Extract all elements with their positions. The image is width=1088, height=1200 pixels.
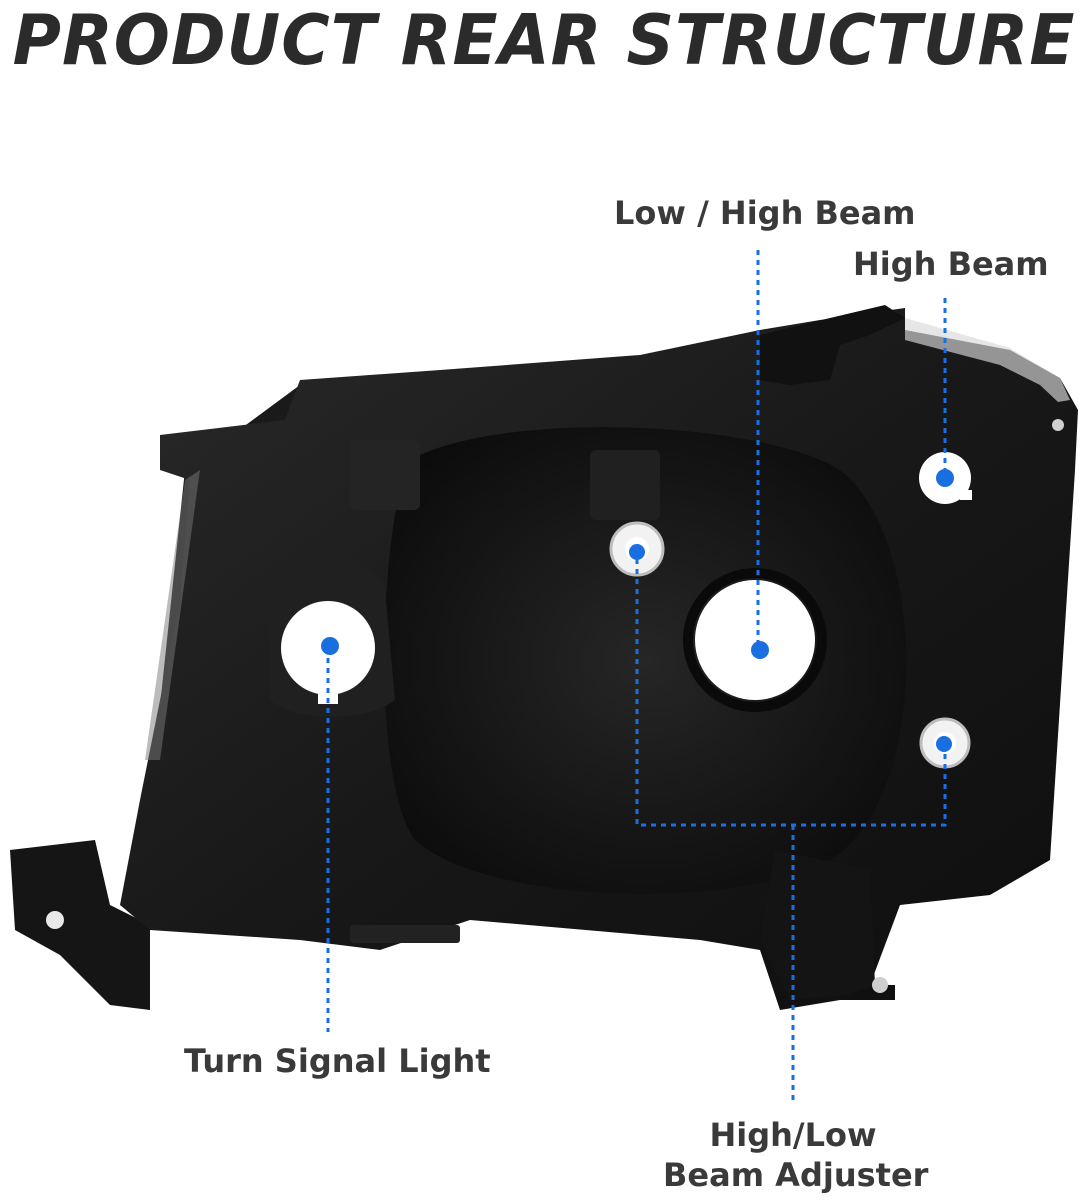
turn-signal-label: Turn Signal Light [184, 1042, 491, 1080]
page-title: PRODUCT REAR STRUCTURE [12, 0, 1076, 81]
adjuster-label-line2: Beam Adjuster [663, 1156, 929, 1194]
headlight-housing [10, 305, 1078, 1010]
high-beam-label: High Beam [853, 245, 1049, 283]
low-high-beam-label: Low / High Beam [614, 194, 916, 232]
callout-lines [326, 250, 947, 1100]
adjuster-label-line1: High/Low [709, 1116, 877, 1154]
callout-dots [321, 469, 954, 752]
low-high-beam-socket [683, 568, 827, 712]
